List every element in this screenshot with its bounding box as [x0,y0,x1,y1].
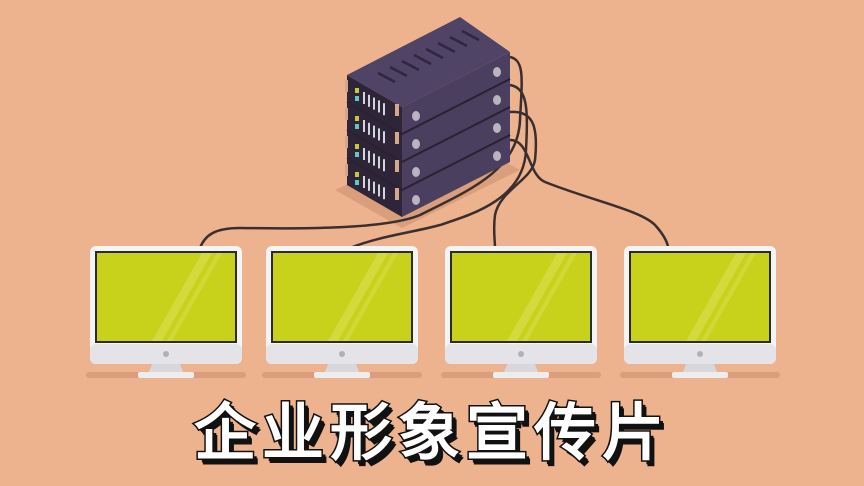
status-led [355,124,359,129]
status-led [355,116,359,121]
server-unit [345,123,501,177]
server-unit [345,67,501,121]
server-unit [345,95,501,149]
status-led [355,144,359,149]
page-title: 企业形象宣传片 [192,395,670,471]
network-cables [198,55,670,250]
power-button-icon [493,95,501,105]
power-button-icon [493,151,501,161]
status-led [355,152,359,157]
monitor-icon [262,246,422,378]
status-led [355,180,359,185]
monitor-icon [620,246,780,378]
monitor-icon [441,246,601,378]
server-unit [345,151,501,205]
power-button-icon [493,123,501,133]
cable-2 [349,83,529,250]
cable-4 [509,138,670,249]
cable-1 [198,55,523,249]
server-rack-icon [345,17,511,217]
monitor-icon [86,246,246,378]
status-led [355,172,359,177]
status-led [355,96,359,101]
cable-3 [492,110,538,249]
status-led [355,88,359,93]
power-button-icon [493,67,501,77]
